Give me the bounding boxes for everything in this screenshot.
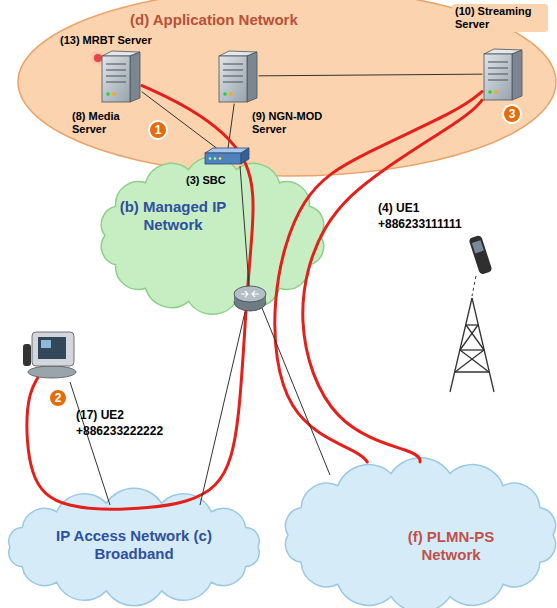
streaming-server-icon xyxy=(484,49,522,100)
text-slot: (13) MRBT Server xyxy=(60,34,152,47)
text-slot: (b) Managed IP Network xyxy=(118,198,228,234)
wire-part xyxy=(240,166,249,286)
radio-tower-part xyxy=(460,350,489,372)
wire-part xyxy=(70,382,110,505)
text-slot: +886233111111 xyxy=(378,217,462,231)
text-slot: (9) NGN-MOD Server xyxy=(252,110,340,136)
callout-number: 3 xyxy=(502,104,522,124)
sbc-device-icon-part xyxy=(219,157,222,160)
radio-tower-part xyxy=(460,325,478,350)
radio-tower-part xyxy=(455,371,489,372)
videophone-icon-part xyxy=(41,340,51,348)
wire-part xyxy=(200,312,245,505)
device-label: (3) SBC xyxy=(186,174,226,187)
radio-tower-part xyxy=(455,350,484,372)
radio-tower-part xyxy=(450,298,472,392)
videophone-icon-part xyxy=(23,344,31,366)
text-slot: IP Access Network (c) Broadband xyxy=(56,527,212,563)
text-slot: (8) Media Server xyxy=(72,110,134,136)
network-name: IP Access Network (c) Broadband xyxy=(56,527,212,563)
videophone-icon-part xyxy=(28,366,76,378)
network-name: (f) PLMN-PS Network xyxy=(395,528,507,564)
device-label: (10) Streaming Server xyxy=(452,4,548,32)
text-slot: (17) UE2 xyxy=(76,408,124,422)
device-label: (13) MRBT Server xyxy=(60,34,152,47)
sbc-device-icon-part xyxy=(241,148,249,164)
radio-tower-part xyxy=(460,349,484,350)
mrbt-glow-part xyxy=(94,54,102,62)
mobile-phone-icon xyxy=(468,235,492,275)
radio-link xyxy=(472,276,476,296)
media-flow xyxy=(27,86,253,510)
text-slot: +886233222222 xyxy=(76,424,163,438)
wire-part xyxy=(262,308,330,475)
device-label: (9) NGN-MOD Server xyxy=(252,110,340,136)
router-icon xyxy=(234,286,266,311)
sbc-device-icon xyxy=(205,148,249,164)
videophone-icon-part xyxy=(38,337,66,359)
device-label: (17) UE2 xyxy=(76,408,124,422)
ellipse-shape xyxy=(18,0,556,176)
text-slot: (f) PLMN-PS Network xyxy=(395,528,507,564)
network-ellipse: (13) MRBT Server (8) Media Server (9) NGN-… xyxy=(17,0,557,177)
network-cloud: (f) PLMN-PS Network xyxy=(278,462,557,608)
radio-link-part xyxy=(472,276,476,296)
sbc-device-icon-part xyxy=(214,157,217,160)
text-slot: (3) SBC xyxy=(186,174,226,187)
sbc-device-icon-part xyxy=(209,157,212,160)
callout-slot: 2 xyxy=(48,388,68,408)
videophone-icon-part xyxy=(32,332,74,366)
sbc-device-icon-part xyxy=(205,153,241,164)
cloud-shape xyxy=(285,458,555,608)
radio-tower-part xyxy=(472,298,494,392)
text-slot: (d) Application Network xyxy=(130,11,298,29)
device-label: +886233111111 xyxy=(378,217,462,231)
callout-slot: 3 xyxy=(502,104,522,124)
videophone-icon xyxy=(23,332,76,378)
callout-number: 1 xyxy=(148,120,168,140)
cloud-shape xyxy=(9,488,259,605)
wire xyxy=(70,166,330,505)
text-slot: (10) Streaming Server xyxy=(452,4,548,32)
device-label: (8) Media Server xyxy=(72,110,134,136)
router-icon-part xyxy=(241,291,259,297)
network-name: (b) Managed IP Network xyxy=(118,198,228,234)
ngn-mod-server-icon xyxy=(219,51,257,102)
text-slot: (4) UE1 xyxy=(378,201,419,215)
router-icon-part xyxy=(234,286,266,302)
device-label: (4) UE1 xyxy=(378,201,419,215)
radio-tower xyxy=(450,298,494,392)
radio-tower-part xyxy=(466,324,478,325)
mobile-phone-icon-part xyxy=(472,240,484,253)
media-server-icon xyxy=(102,51,140,102)
link-line xyxy=(259,74,482,76)
media-flow xyxy=(275,92,482,462)
device-label: +886233222222 xyxy=(76,424,163,438)
callout-slot: 1 xyxy=(148,120,168,140)
mobile-phone-icon-part xyxy=(468,235,492,275)
callout-number: 2 xyxy=(48,388,68,408)
network-name: (d) Application Network xyxy=(130,11,298,29)
media-flow xyxy=(303,100,482,462)
